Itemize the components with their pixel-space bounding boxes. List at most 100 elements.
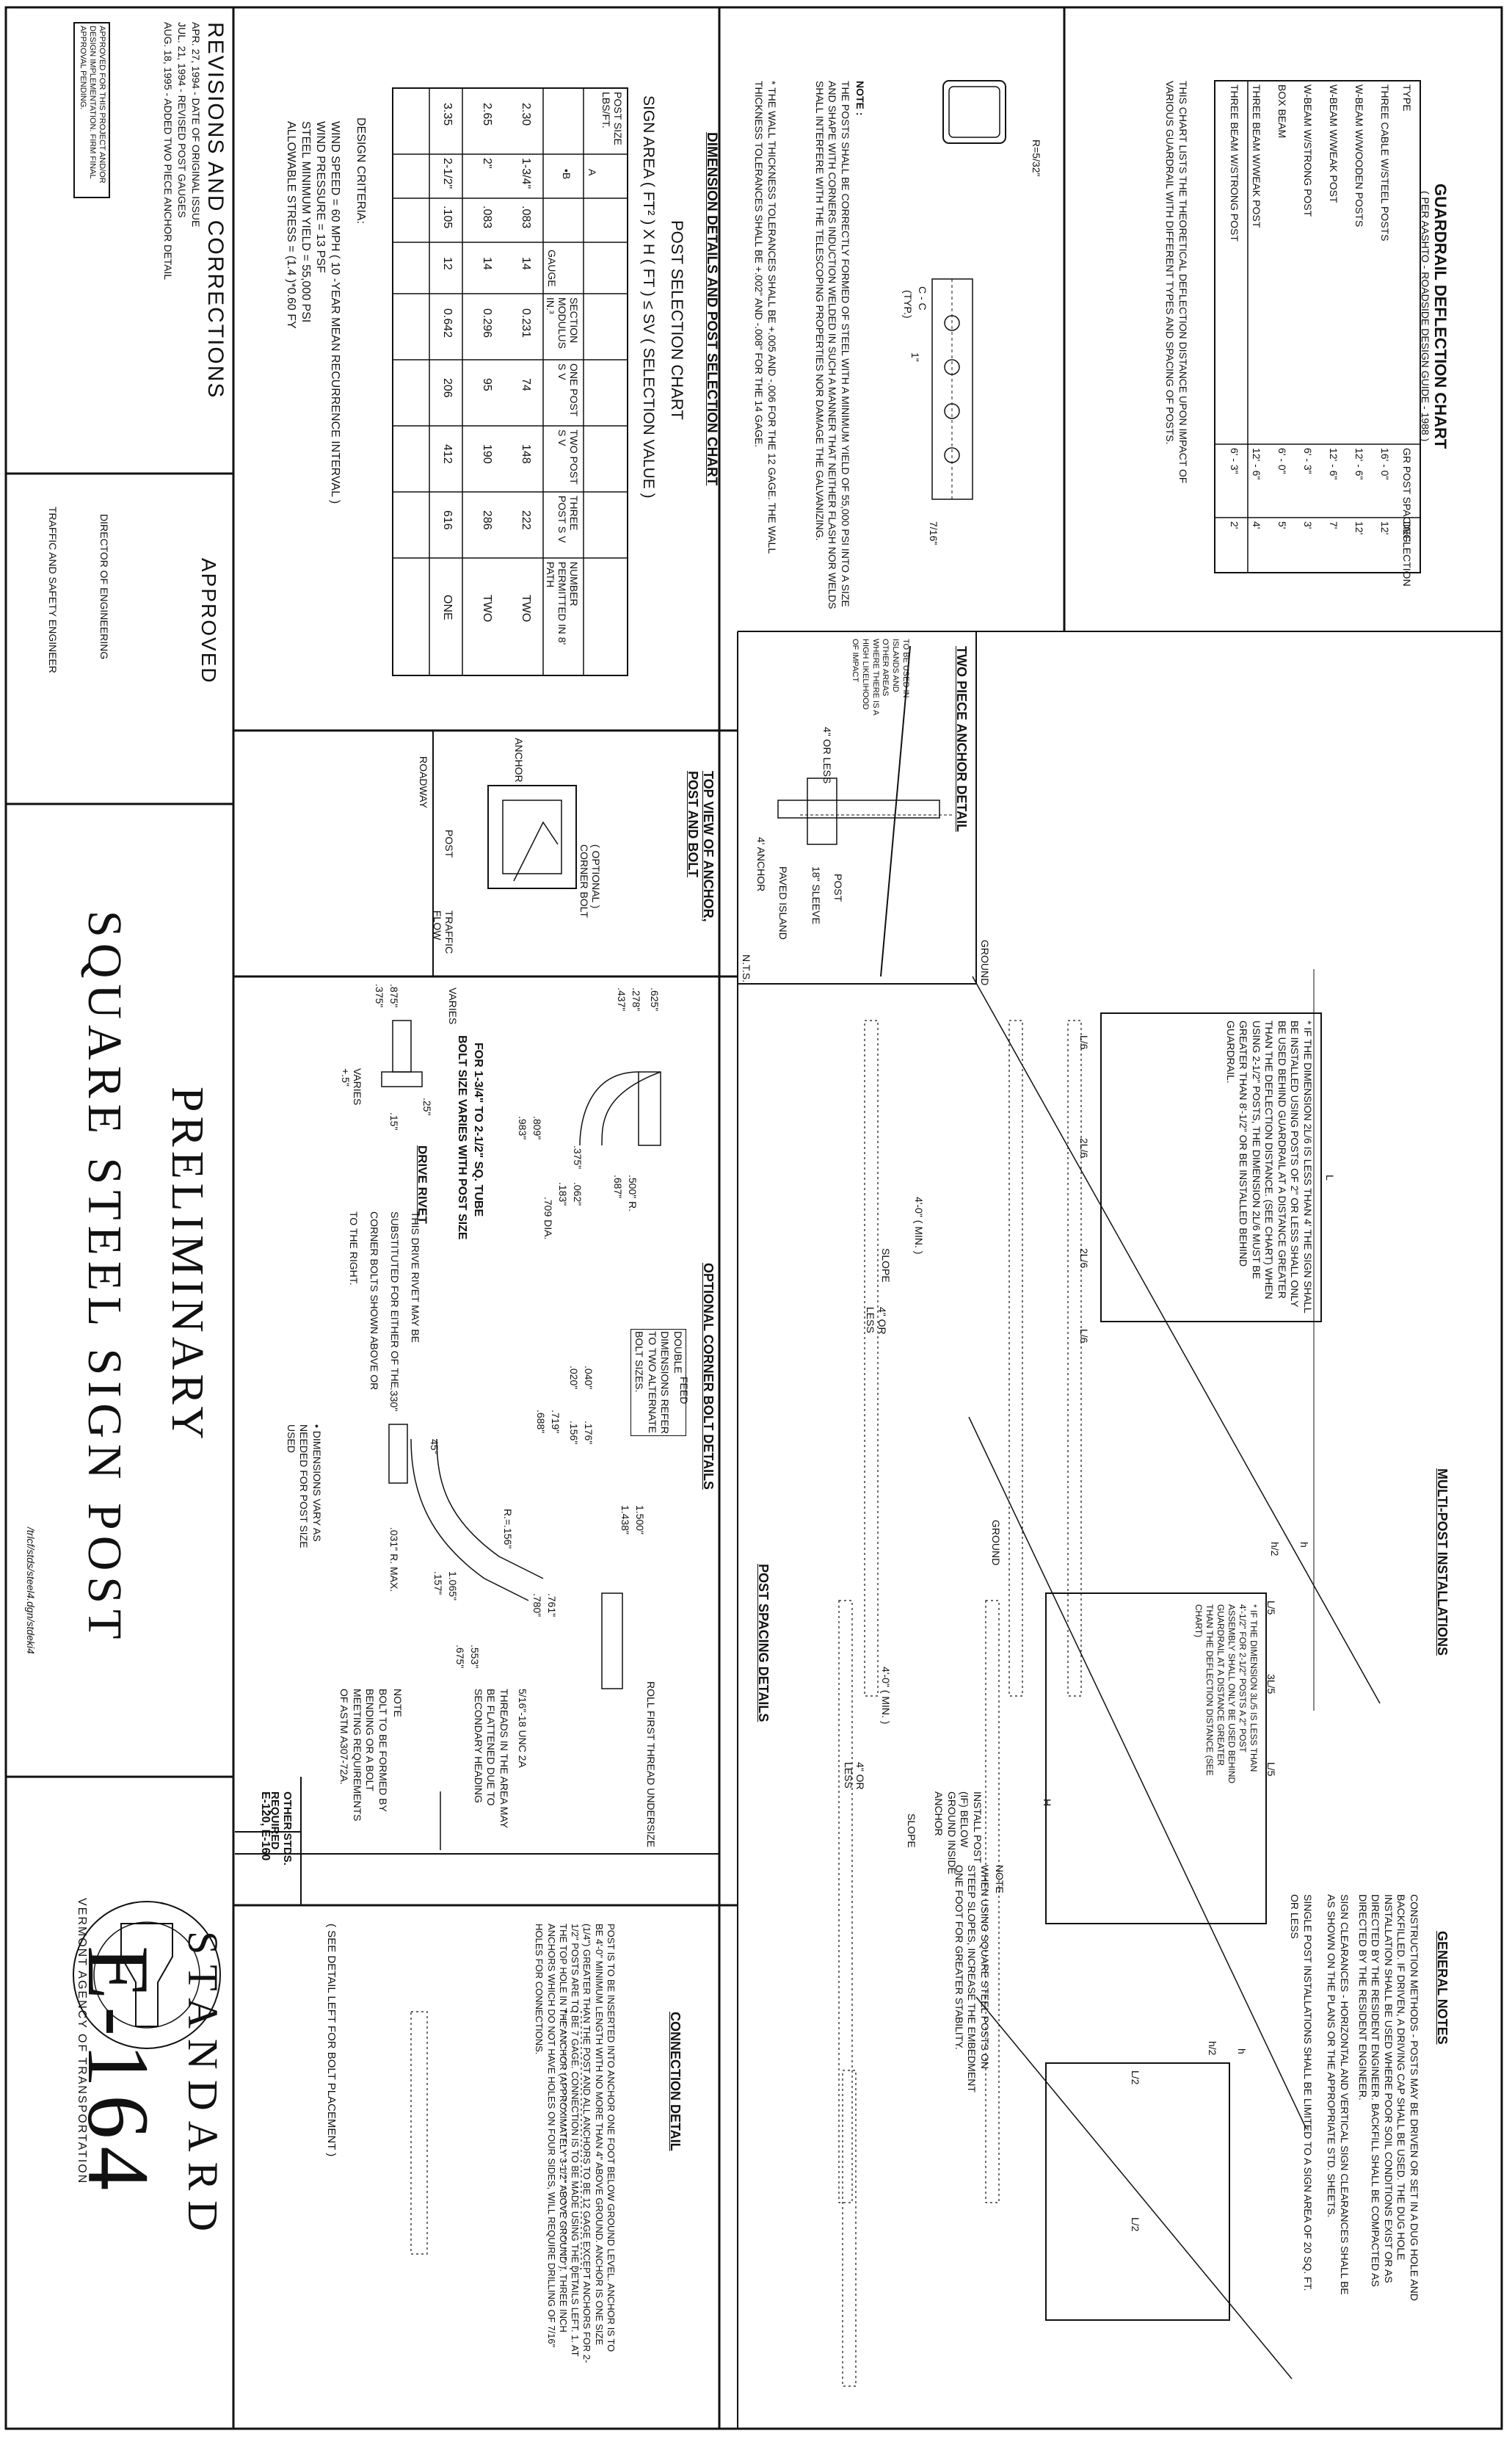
revisions-heading: REVISIONS AND CORRECTIONS (203, 22, 228, 399)
post-cell: 0.296 (481, 308, 493, 338)
guardrail-row-spacing: 12' - 6" (1353, 448, 1365, 480)
bolt-dim-b: .719" (550, 1410, 561, 1434)
post-cell: 2" (481, 158, 493, 169)
guardrail-row-type: THREE CABLE W/STEEL POSTS (1379, 84, 1391, 242)
guardrail-row-deflection: 4' (1251, 521, 1262, 529)
h-label: h/2 (1207, 2041, 1218, 2056)
post-cell: 616 (441, 510, 454, 530)
sleeve-label: 18" SLEEVE (810, 866, 822, 924)
post-cell: 95 (481, 378, 493, 391)
dimension-note: THE POSTS SHALL BE CORRECTLY FORMED OF S… (814, 81, 851, 609)
design-criteria: WIND PRESSURE = 13 PSF (314, 121, 327, 273)
post-selection-heading: POST SELECTION CHART (668, 220, 686, 420)
min-embed-label: 4'-0" ( MIN. ) (913, 1197, 925, 1255)
title-status: PRELIMINARY (162, 1087, 212, 1444)
tolerance-note: * THE WALL THICKNESS TOLERANCES SHALL BE… (753, 81, 779, 554)
revision-entry: AUG. 18, 1995 - ADDED TWO PIECE ANCHOR D… (162, 22, 174, 280)
design-criteria: ALLOWABLE STRESS = (1.4 )*0.60 FY (285, 121, 297, 329)
bolt-dim-b: .157" (432, 1571, 444, 1595)
threads-note: THREADS IN THE AREA MAY BE FLATTENED DUE… (473, 1689, 510, 1828)
thread-spec-label: 5/16"-18 UNC 2A (517, 1689, 528, 1768)
bolt-dim-b: .040" (583, 1366, 595, 1390)
two-piece-anchor-note: TO BE USED IN ISLANDS AND OTHER AREAS WH… (851, 639, 910, 715)
bolt-dim-b: .761" (546, 1593, 558, 1617)
revision-entry: JUL. 21, 1994 - REVISED POST GAUGES (176, 22, 188, 218)
guardrail-row-type: W-BEAM W/WOODEN POSTS (1353, 84, 1365, 228)
post-cell: 3.35 (441, 103, 454, 126)
post-cell: 0.231 (520, 308, 532, 338)
post-cell: .105 (441, 206, 454, 229)
bolt-note: BOLT TO BE FORMED BY BENDING OR A BOLT M… (338, 1689, 390, 1822)
guardrail-row-deflection: 7' (1328, 521, 1340, 529)
dims-vary-note: • DIMENSIONS VARY AS NEEDED FOR POST SIZ… (286, 1424, 323, 1548)
bolt-dim-b: R.=.156" (502, 1509, 514, 1549)
anchor-label: 4' ANCHOR (755, 837, 767, 892)
slope-label: SLOPE (880, 1248, 892, 1283)
h-label: h (1298, 1542, 1310, 1548)
rivet-dim: .875" (388, 984, 400, 1008)
bolt-note-label: NOTE (392, 1689, 404, 1717)
length-label: L (1324, 1175, 1336, 1181)
h-label: H (1042, 1799, 1053, 1807)
guardrail-row-spacing: 16' - 0" (1379, 448, 1391, 480)
post-selection-formula: SIGN AREA ( FT² ) X H ( FT ) ≤ SV ( SELE… (640, 95, 657, 499)
guardrail-row-type: THREE BEAM W/STRONG POST (1229, 84, 1240, 242)
col-two-post: TWO POST S V (556, 430, 580, 485)
dim-label: 2L/6 (1078, 1248, 1090, 1269)
dim-label: L/6 (1078, 1035, 1090, 1050)
guardrail-row-deflection: 5' (1276, 521, 1288, 529)
post-cell: 412 (441, 444, 454, 464)
bolt-size-label: BOLT SIZE VARIES WITH POST SIZE (456, 1035, 468, 1240)
col-one-post: ONE POST S V (556, 363, 580, 417)
guardrail-row-spacing: 12' - 6" (1251, 448, 1262, 480)
dim-label: 2L/6 (1078, 1138, 1090, 1159)
approved-signatory-2: TRAFFIC AND SAFETY ENGINEER (47, 507, 59, 673)
col-section-modulus: SECTION MODULUS IN.³ (545, 297, 580, 349)
dim-label: 3L/5 (1265, 1674, 1277, 1695)
bolt-dim: .278" (630, 987, 642, 1012)
post-spacing-note: * IF THE DIMENSION 3L/5 IS LESS THAN 4'-… (1193, 1604, 1259, 1784)
bolt-dim-b: .031" R. MAX. (388, 1527, 400, 1592)
traffic-label: TRAFFIC FLOW (432, 910, 455, 954)
sq-tube-label: FOR 1-3/4" TO 2-1/2" SQ. TUBE (472, 1043, 484, 1217)
guardrail-row-type: THREE BEAM W/WEAK POST (1251, 84, 1262, 228)
bolt-dim-b: .020" (568, 1366, 580, 1390)
post-cell: 14 (481, 257, 493, 270)
h-label: h/2 (1269, 1542, 1281, 1556)
guardrail-row-deflection: 2' (1229, 521, 1240, 529)
typ-label: (TYP.) (902, 290, 914, 319)
approved-label: APPROVED (197, 558, 220, 684)
guardrail-row-deflection: 12' (1379, 521, 1391, 535)
bolt-dim-b: .780" (531, 1593, 543, 1617)
guardrail-chart-subheading: ( PER AASHTO - ROADSIDE DESIGN GUIDE - 1… (1420, 191, 1431, 442)
design-criteria-label: DESIGN CRITERIA: (355, 117, 367, 224)
rivet-dim: .15" (388, 1112, 400, 1131)
nts-label: N.T.S. (741, 954, 752, 983)
col-b: •B (561, 169, 573, 180)
post-cell: 1-3/4" (520, 158, 532, 189)
approved-signatory-1: DIRECTOR OF ENGINEERING (98, 514, 110, 660)
design-criteria: WIND SPEED = 60 MPH ( 10 -YEAR MEAN RECU… (329, 121, 341, 504)
bolt-dim-b: 1.438" (619, 1505, 631, 1535)
guardrail-row-spacing: 6' - 0" (1276, 448, 1288, 474)
post-cell: 222 (520, 510, 532, 530)
file-path: /trlcf/stds/steel4.dgn/stdeki4 (25, 1527, 37, 1654)
connection-heading: CONNECTION DETAIL (668, 2012, 683, 2151)
min-embed-label: 4'-0" ( MIN. ) (880, 1667, 892, 1725)
post-cell: 12 (441, 257, 454, 270)
multi-post-heading: MULTI-POST INSTALLATIONS (1435, 1468, 1450, 1656)
section-label: C - C (917, 286, 928, 311)
dimension-details-heading: DIMENSION DETAILS AND POST SELECTION CHA… (704, 132, 719, 486)
two-piece-anchor-heading: TWO PIECE ANCHOR DETAIL (954, 646, 969, 832)
post-cell: .083 (520, 206, 532, 229)
col-post-size: POST SIZE LBS/FT. (600, 92, 624, 145)
bolt-label: ( OPTIONAL ) CORNER BOLT (578, 844, 602, 918)
post-cell: 286 (481, 510, 493, 530)
guardrail-chart-note: THIS CHART LISTS THE THEORETICAL DEFLECT… (1164, 81, 1190, 484)
paved-island-label: PAVED ISLAND (777, 866, 789, 940)
guardrail-row-spacing: 6' - 3" (1229, 448, 1240, 474)
col-gauge: GAUGE (546, 250, 558, 287)
bolt-dim-b: .675" (454, 1645, 466, 1669)
other-stds-label: OTHER STDS. REQUIRED (269, 1791, 294, 1866)
post-cell: 2.65 (481, 103, 493, 126)
